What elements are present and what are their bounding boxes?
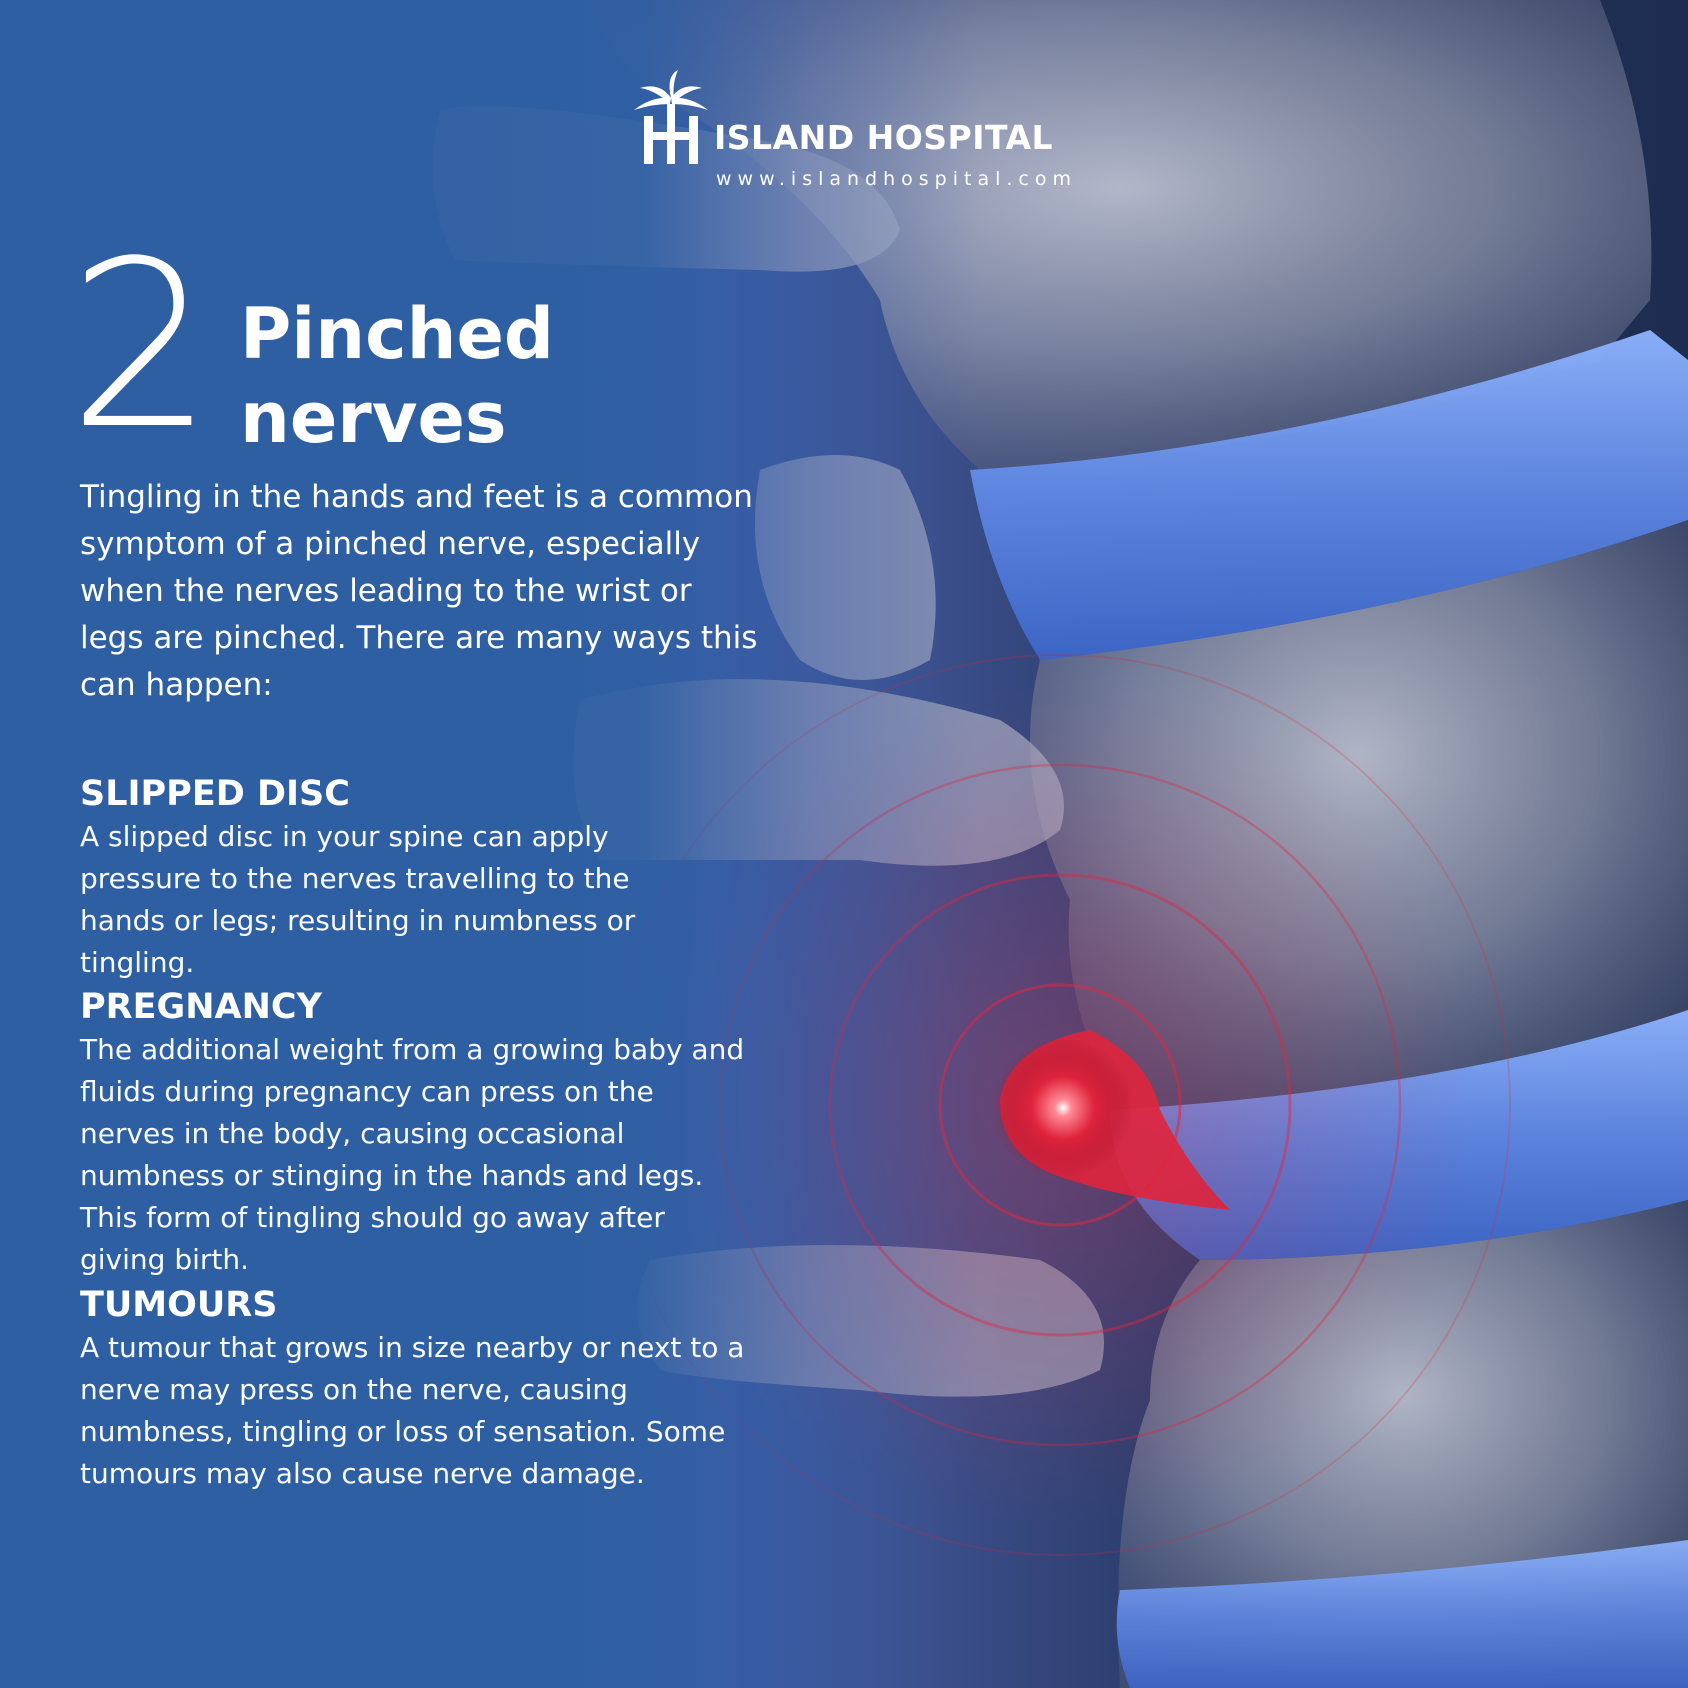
section-body: A tumour that grows in size nearby or ne…	[80, 1331, 745, 1490]
section-heading: TUMOURS	[80, 1285, 278, 1325]
section-heading: PREGNANCY	[80, 987, 322, 1027]
item-number: 2	[68, 213, 215, 480]
page-title: Pinched nerves	[240, 293, 555, 459]
brand-url[interactable]: www.islandhospital.com	[716, 168, 1078, 190]
section-pregnancy: PREGNANCY The additional weight from a g…	[80, 985, 780, 1281]
intro-paragraph: Tingling in the hands and feet is a comm…	[80, 479, 758, 703]
section-slipped-disc: SLIPPED DISC A slipped disc in your spin…	[80, 772, 780, 984]
brand-name: ISLAND HOSPITAL	[714, 118, 1054, 157]
section-body: The additional weight from a growing bab…	[80, 1033, 745, 1276]
section-tumours: TUMOURS A tumour that grows in size near…	[80, 1283, 780, 1495]
section-heading: SLIPPED DISC	[80, 774, 350, 814]
palm-tree-h-icon	[634, 70, 708, 164]
section-body: A slipped disc in your spine can apply p…	[80, 820, 636, 979]
brand-logo[interactable]: ISLAND HOSPITAL www.islandhospital.com	[630, 70, 1071, 200]
